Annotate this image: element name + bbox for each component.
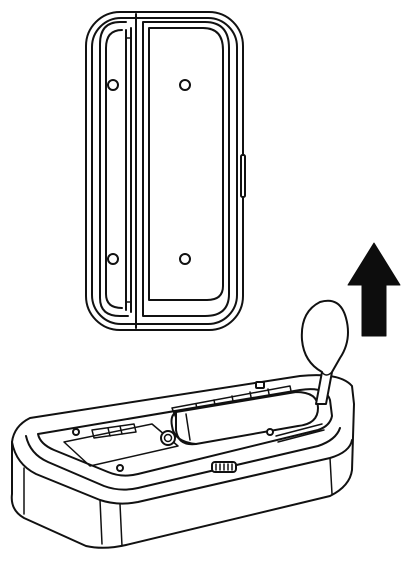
sensor-side-button	[240, 154, 246, 198]
sensor-unit	[142, 21, 246, 317]
sensor-screw-hole-bottom	[179, 253, 191, 265]
sensor-outer-casing	[85, 11, 244, 331]
coin-battery	[170, 391, 319, 446]
sensor-inner-casing	[91, 17, 238, 325]
sensor-screw-hole-top	[179, 79, 191, 91]
upward-arrow-icon	[347, 242, 401, 337]
magnet-screw-hole-top	[107, 79, 119, 91]
battery-pull-tab	[300, 299, 349, 405]
magnet-unit	[99, 21, 132, 317]
sensor-assembly	[85, 11, 246, 331]
magnet-screw-hole-bottom	[107, 253, 119, 265]
battery-compartment	[10, 299, 355, 549]
base-screw-hole	[160, 430, 176, 446]
